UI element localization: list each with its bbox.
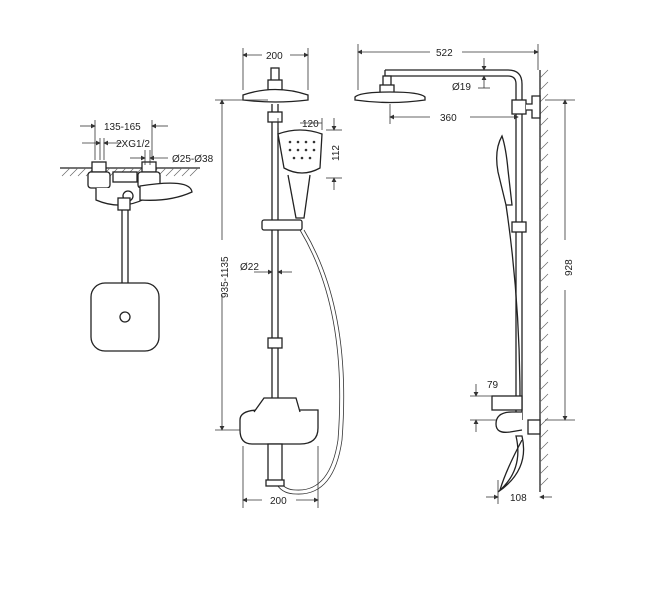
mixer-depth-label: 108: [510, 493, 527, 504]
mixer-top: [87, 161, 193, 211]
connection-label: 2XG1/2: [116, 139, 150, 150]
hand-shower-side: [496, 134, 521, 401]
pipe-diameter-label: Ø22: [240, 262, 259, 273]
hose-front: [271, 229, 345, 495]
diameter-range-label: Ø25-Ø38: [172, 154, 214, 165]
hand-width-label: 120: [302, 119, 319, 130]
height-label: 928: [564, 259, 575, 276]
spacing-label: 135-165: [104, 122, 141, 133]
side-view: 522 Ø19 360 928 79 108: [354, 44, 575, 504]
square-head-top: [90, 282, 160, 352]
overhead-shower-front: [242, 67, 309, 103]
top-view: 135-165 2XG1/2 Ø25-Ø38: [60, 120, 214, 352]
hand-shower-front: [277, 129, 323, 219]
mixer-front: [239, 397, 319, 487]
mixer-height-label: 79: [487, 380, 499, 391]
mixer-side: [491, 395, 541, 493]
shower-arm-side: [354, 69, 541, 420]
front-dimensions: [215, 48, 342, 508]
head-width-label: 200: [266, 51, 283, 62]
riser-rail-front: [261, 104, 303, 408]
height-range-label: 935-1135: [220, 256, 231, 298]
arm-diameter-label: Ø19: [452, 82, 471, 93]
side-wall: [539, 69, 549, 492]
side-dimensions: [357, 44, 575, 504]
mixer-width-label: 200: [270, 496, 287, 507]
top-dimensions: [80, 120, 168, 165]
front-view: 200 120 112 935-1135 Ø22 200: [215, 48, 345, 508]
hand-height-label: 112: [331, 145, 342, 161]
head-reach-label: 360: [440, 113, 457, 124]
total-reach-label: 522: [436, 48, 453, 59]
